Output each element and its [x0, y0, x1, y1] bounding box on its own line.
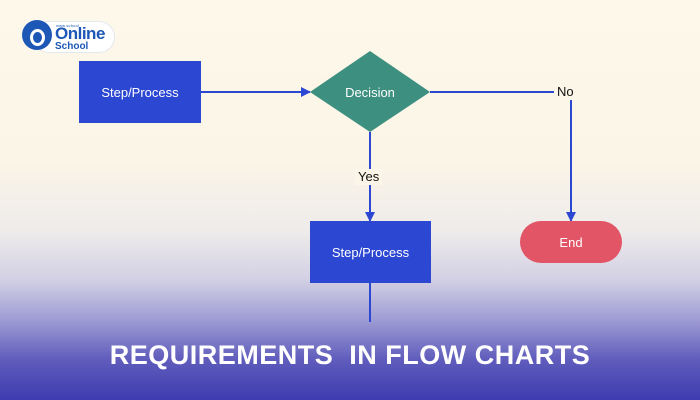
process-box-2 [310, 221, 431, 283]
logo-brand-top: Online [55, 24, 105, 43]
online-school-logo: www.school Online School [22, 20, 114, 54]
decision-label: Decision [345, 84, 395, 100]
process-box-2-label: Step/Process [331, 244, 410, 260]
end-terminator [520, 221, 622, 263]
process-box-1-label: Step/Process [101, 84, 179, 100]
logo-tagline: www.school [56, 23, 80, 28]
logo-emblem-icon [22, 20, 52, 50]
decision-diamond [310, 51, 430, 132]
page-title: REQUIREMENTS IN FLOW CHARTS [109, 340, 591, 370]
process-box-1 [79, 61, 201, 123]
edge-label-yes: Yes [355, 169, 383, 185]
end-label: End [559, 234, 583, 250]
edge-label-no: No [554, 84, 577, 100]
logo-brand-bottom: School [55, 41, 89, 52]
